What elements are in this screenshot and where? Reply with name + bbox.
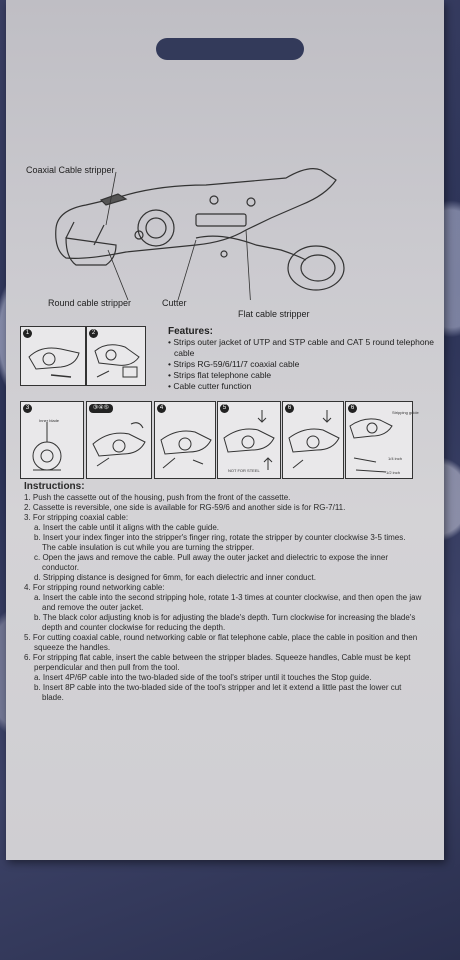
- flat-stripper-label: Flat cable stripper: [238, 309, 310, 319]
- instruction-line: depth and counter clockwise for reducing…: [42, 623, 226, 632]
- instruction-line: a. Insert the cable into the second stri…: [34, 593, 422, 602]
- instruction-line: squeeze the handles.: [34, 643, 111, 652]
- step-6-image: 6: [282, 401, 344, 479]
- step-6b-image: 6 Stripping guide 1/4 inch 1/2 inch: [345, 401, 419, 479]
- instruction-line: 3. For stripping coaxial cable:: [24, 513, 129, 522]
- step-number: 3: [23, 404, 32, 413]
- feature-item: Strips RG-59/6/11/7 coaxial cable: [168, 359, 438, 370]
- step-number: 6: [285, 404, 294, 413]
- stripper-tool-illustration: [55, 168, 345, 300]
- half-inch-text: 1/2 inch: [386, 470, 401, 475]
- instruction-line: 6. For stripping flat cable, insert the …: [24, 653, 411, 662]
- instruction-line: perpendicular and then pull from the too…: [34, 663, 180, 672]
- instruction-line: 2. Cassette is reversible, one side is a…: [24, 503, 346, 512]
- step-3-image: 3 Inner blade: [20, 401, 84, 479]
- step-number: 2: [89, 329, 98, 338]
- not-for-steel-text: NOT FOR STEEL: [228, 468, 260, 473]
- step-number: 5: [220, 404, 229, 413]
- step-number: 1: [23, 329, 32, 338]
- product-card: Coaxial Cable stripper Round cable strip…: [6, 0, 444, 860]
- instruction-line: 5. For cutting coaxial cable, round netw…: [24, 633, 418, 642]
- step-number: 6: [348, 404, 357, 413]
- instruction-line: The cable insulation is cut while you ar…: [42, 543, 255, 552]
- instruction-line: a. Insert 4P/6P cable into the two-blade…: [34, 673, 372, 682]
- instruction-line: 4. For stripping round networking cable:: [24, 583, 165, 592]
- instruction-line: b. Insert your index finger into the str…: [34, 533, 406, 542]
- coaxial-stripper-label: Coaxial Cable stripper: [26, 165, 115, 175]
- instruction-line: 1. Push the cassette out of the housing,…: [24, 493, 291, 502]
- instruction-line: blade.: [42, 693, 64, 702]
- quarter-inch-text: 1/4 inch: [388, 456, 403, 461]
- step-4-image: 4: [154, 401, 216, 479]
- instruction-line: and remove the outer jacket.: [42, 603, 144, 612]
- features-list: Strips outer jacket of UTP and STP cable…: [168, 337, 438, 392]
- instruction-line: a. Insert the cable until it aligns with…: [34, 523, 219, 532]
- step-number: ③④⑤: [89, 404, 113, 413]
- instructions-section: Instructions: 1. Push the cassette out o…: [24, 482, 434, 703]
- step-1-image: 1: [20, 326, 86, 386]
- feature-item: Strips outer jacket of UTP and STP cable…: [168, 337, 438, 359]
- feature-item: Cable cutter function: [168, 381, 438, 392]
- step-number: 4: [157, 404, 166, 413]
- instruction-line: b. Insert 8P cable into the two-bladed s…: [34, 683, 402, 692]
- instructions-list: 1. Push the cassette out of the housing,…: [24, 493, 434, 703]
- instructions-title: Instructions:: [24, 481, 85, 492]
- instruction-line: d. Stripping distance is designed for 6m…: [34, 573, 316, 582]
- stripping-guide-callout: Stripping guide: [392, 410, 419, 415]
- step-5-image: 5 NOT FOR STEEL: [217, 401, 281, 479]
- features-section: Features: Strips outer jacket of UTP and…: [168, 326, 438, 392]
- round-stripper-label: Round cable stripper: [48, 298, 132, 308]
- features-title: Features:: [168, 326, 214, 337]
- step-3b-image: ③④⑤: [86, 401, 152, 479]
- cutter-label: Cutter: [162, 298, 187, 308]
- step-2-image: 2: [86, 326, 146, 386]
- inner-blade-callout: Inner blade: [39, 418, 60, 423]
- feature-item: Strips flat telephone cable: [168, 370, 438, 381]
- hang-slot: [156, 38, 304, 60]
- instruction-line: conductor.: [42, 563, 79, 572]
- instruction-line: c. Open the jaws and remove the cable. P…: [34, 553, 388, 562]
- instruction-line: b. The black color adjusting knob is for…: [34, 613, 416, 622]
